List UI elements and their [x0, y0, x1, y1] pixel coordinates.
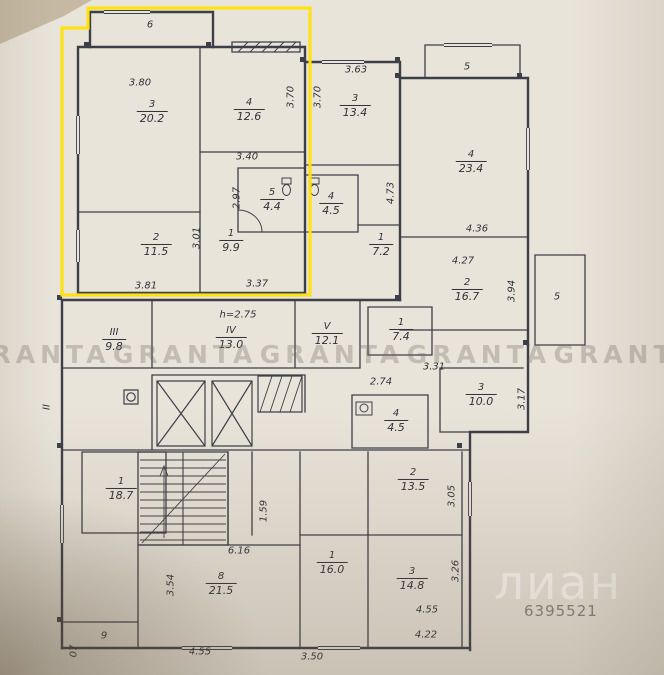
- room-area: 13.4: [339, 104, 371, 118]
- room-area: 7.2: [369, 243, 393, 257]
- dimension-label: 5: [553, 291, 561, 303]
- dimension-label: 3.50: [300, 651, 324, 663]
- room-number: 3: [477, 381, 485, 393]
- highlight-outline: [60, 6, 312, 297]
- stairs-icon: [137, 451, 229, 546]
- room-number: 1: [377, 231, 385, 243]
- elevator-shaft-icon: [123, 380, 253, 447]
- room-number: 1: [397, 316, 405, 328]
- dimension-label: 3.81: [134, 280, 158, 292]
- room-area: 21.5: [205, 582, 237, 596]
- dimension-label: 9: [100, 630, 108, 642]
- room-area: 12.6: [233, 108, 265, 122]
- dimension-label: 4.55: [188, 646, 212, 658]
- room-area: 4.5: [384, 419, 408, 433]
- room-area: 12.1: [311, 332, 343, 346]
- room-area: 23.4: [455, 160, 487, 174]
- room-area: 9.8: [102, 338, 126, 352]
- room-area: 7.4: [389, 328, 413, 342]
- hatch-shaft: [237, 41, 303, 413]
- dimension-label: 4.36: [465, 223, 489, 235]
- toilet-icon: [281, 177, 320, 196]
- room-number: 2: [409, 466, 417, 478]
- dimension-label: 3.63: [344, 64, 368, 76]
- dimension-label: 6: [146, 19, 154, 31]
- room-number: 8: [217, 570, 225, 582]
- room-area: 20.2: [136, 110, 168, 124]
- room-number: 3: [148, 98, 156, 110]
- room-number: 4: [467, 148, 475, 160]
- room-area: 13.0: [215, 336, 247, 350]
- room-area: 10.0: [465, 393, 497, 407]
- room-area: 11.5: [140, 243, 172, 257]
- room-number: 4: [327, 190, 335, 202]
- dimension-label: 4.22: [414, 629, 438, 641]
- column-marks: [57, 42, 528, 622]
- dimension-label: 3.80: [128, 77, 152, 89]
- room-area: 14.8: [396, 577, 428, 591]
- room-number: 1: [328, 549, 336, 561]
- room-number: IV: [226, 324, 236, 336]
- room-number: III: [109, 326, 119, 338]
- room-number: 4: [392, 407, 400, 419]
- walls-interior: [61, 41, 586, 649]
- room-number: 1: [117, 475, 125, 487]
- room-area: 4.5: [319, 202, 343, 216]
- room-number: 3: [351, 92, 359, 104]
- brand-watermark: лиан: [494, 556, 623, 611]
- dimension-label: 3.37: [245, 278, 269, 290]
- dimension-label: 3.31: [422, 361, 446, 373]
- room-area: 18.7: [105, 487, 137, 501]
- bath-icon: [237, 209, 373, 416]
- room-number: V: [323, 320, 331, 332]
- room-area: 16.7: [451, 288, 483, 302]
- dimension-label: 2.74: [369, 376, 393, 388]
- dimension-label: 6.16: [227, 545, 251, 557]
- room-number: 3: [408, 565, 416, 577]
- room-number: 5: [268, 186, 276, 198]
- dimension-label: h=2.75: [219, 309, 257, 321]
- phone-watermark: 6395521: [524, 602, 598, 620]
- dimension-label: 3.40: [235, 151, 259, 163]
- room-number: 2: [463, 276, 471, 288]
- dimension-label: 5: [463, 61, 471, 73]
- room-number: 1: [227, 227, 235, 239]
- dimension-label: 4.27: [451, 255, 475, 267]
- dimension-label: 4.55: [415, 604, 439, 616]
- room-number: 2: [152, 231, 160, 243]
- room-area: 13.5: [397, 478, 429, 492]
- room-area: 16.0: [316, 561, 348, 575]
- room-number: 4: [245, 96, 253, 108]
- room-area: 9.9: [219, 239, 243, 253]
- window-marks: [58, 8, 532, 652]
- room-area: 4.4: [260, 198, 284, 212]
